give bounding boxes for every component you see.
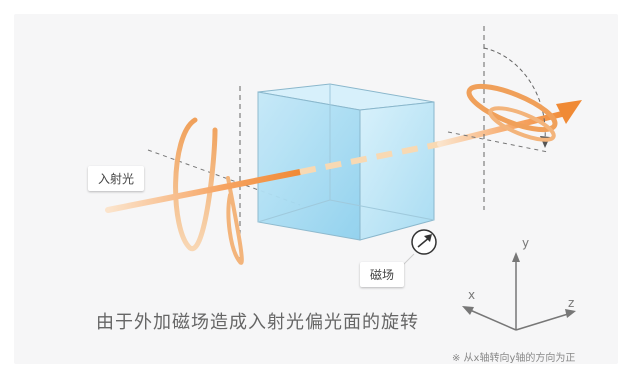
crystal-cube-side [359, 101, 435, 241]
exit-beam-arrowhead [556, 100, 582, 124]
beam-inside-crystal [299, 141, 441, 175]
axis-y-label: y [522, 236, 530, 250]
rotation-arc [483, 47, 546, 141]
left-diagonal-guide [147, 149, 301, 206]
magnetic-field-label: 磁场 [360, 262, 405, 287]
incident-wave-ring [173, 117, 218, 251]
exit-wave-ring-inner [488, 106, 556, 142]
incident-wave-loop [226, 176, 244, 265]
incident-beam [105, 169, 303, 213]
axis-x-label: x [468, 288, 476, 302]
arrow-circle-icon [411, 229, 437, 255]
axis-z-label: z [568, 296, 575, 310]
direction-note: ※ 从x轴转向y轴的方向为正 [452, 353, 576, 364]
exit-wave-ring [466, 83, 558, 133]
right-diagonal-guide [447, 131, 549, 153]
cube-inner-edge-2 [329, 199, 435, 221]
cube-inner-edge-3 [257, 199, 331, 223]
diagram-caption: 由于外加磁场造成入射光偏光面的旋转 [96, 312, 419, 333]
incident-light-label: 入射光 [88, 166, 145, 191]
coordinate-axes [462, 252, 576, 331]
